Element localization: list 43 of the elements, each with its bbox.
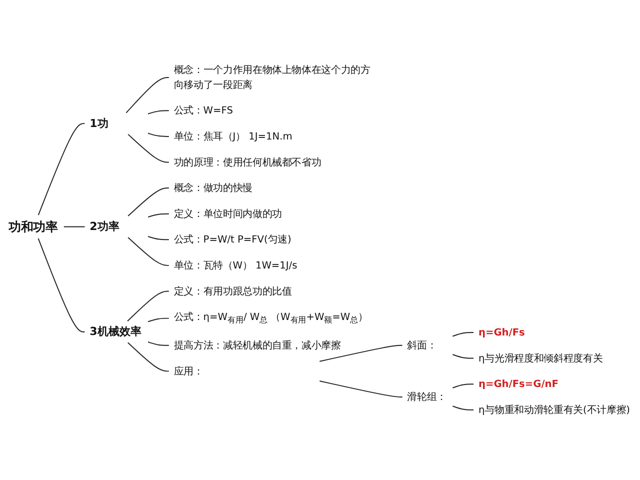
connector — [148, 342, 170, 346]
connector — [452, 384, 474, 388]
node-text: 定义：单位时间内做的功 — [174, 208, 282, 220]
connector — [128, 188, 170, 216]
connector — [319, 380, 403, 398]
node-text: 应用： — [174, 365, 204, 377]
node-text: η与光滑程度和倾斜程度有关 — [478, 352, 603, 364]
connector — [128, 237, 170, 266]
node-text: η=Gh/Fs — [478, 326, 525, 338]
node-text: 1功 — [90, 117, 108, 130]
node-text: 提高方法：减轻机械的自重，减小摩擦 — [174, 339, 341, 351]
node-text: 公式：P=W/t P=FV(匀速) — [174, 234, 292, 246]
node-text: 公式：W=FS — [174, 104, 233, 116]
connector — [148, 110, 170, 114]
connector — [127, 342, 170, 372]
node-text: η与物重和动滑轮重有关(不计摩擦) — [478, 404, 630, 416]
connector — [38, 238, 86, 332]
connector — [126, 77, 170, 114]
node-text: η=Gh/Fs=G/nF — [478, 378, 559, 390]
node-text: 功和功率 — [8, 219, 58, 234]
node-text: 公式：η=W$_{有用}$/ W$_{总}$ （W$_{有用}$+W$_{额}$=W$_{总}$） — [174, 310, 368, 326]
connector — [452, 406, 474, 410]
connector — [127, 290, 170, 322]
connector — [319, 344, 403, 362]
connector — [128, 134, 170, 163]
node-text: 功的原理：使用任何机械都不省功 — [174, 156, 322, 168]
node-text: 单位：焦耳（J） 1J=1N.m — [174, 130, 292, 142]
node-text: 滑轮组： — [407, 390, 447, 403]
node-text: 概念：做功的快慢 — [174, 182, 252, 194]
connector — [148, 213, 170, 218]
node-text: 2功率 — [90, 220, 120, 234]
connector — [148, 318, 170, 322]
connector — [148, 132, 170, 137]
node-text: 3机械效率 — [90, 325, 142, 338]
node-text: 单位：瓦特（W） 1W=1J/s — [174, 259, 298, 271]
connector — [63, 226, 86, 228]
connector — [148, 236, 170, 240]
node-text: 概念：一个力作用在物体上物体在这个力的方向移动了一段距离 — [174, 64, 370, 90]
node-text: 斜面： — [407, 339, 437, 351]
node-text: 定义：有用功跟总功的比值 — [174, 285, 292, 297]
connector — [452, 354, 474, 359]
connector — [452, 332, 474, 337]
connector — [38, 123, 86, 216]
